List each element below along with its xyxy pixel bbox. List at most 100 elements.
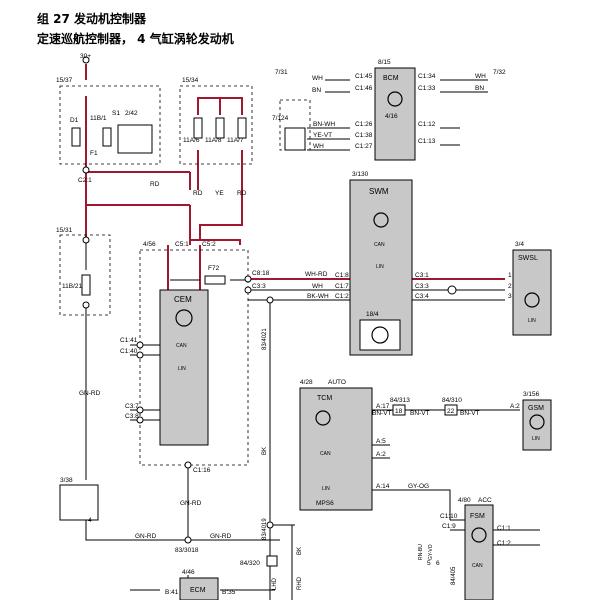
fuse-11a8-label: 11A/8 [205,137,222,144]
wire-gn-rd-h1: GN-RD [135,533,157,540]
tcm-a17: A:17 [376,403,390,410]
pin-5: 5 [427,560,431,567]
fsm-c11: C1:1 [497,525,511,532]
switch-box[interactable] [59,484,99,521]
fsm-c12: C1:2 [497,540,511,547]
swm-c34: C3:4 [415,293,429,300]
fsm-name: FSM [470,513,485,520]
ref-83-4019: 83/4019 [262,518,268,540]
wire-gn-rd-cem: GN-RD [180,500,202,507]
wire-ye: YE [215,190,224,197]
wire-gn-rd-vertical: GN-RD [79,390,101,397]
cem-name: CEM [174,295,192,304]
ecm-name: ECM [190,587,206,594]
conn-c146: C1:46 [355,85,373,92]
conn-c127: C1:27 [355,143,373,150]
swm-sub-icon [371,326,389,344]
fusebox-2-ref: 15/34 [182,77,199,84]
splice-points [82,56,457,544]
gsm-lin: LIN [532,436,540,442]
swm-lin: LIN [376,264,384,270]
module-icons [175,91,545,543]
gsm-a2: A:2 [510,403,520,410]
bcm-ref: 8/15 [378,59,391,66]
wire-bn-vt-3: BN-VT [460,410,480,417]
bcm-sub: 4/16 [385,113,398,120]
wire-rd-3: RD [237,190,247,197]
fusebox-ref: 15/37 [56,77,73,84]
tcm-can: CAN [320,451,331,457]
fuse-11b1-label: 11B/1 [90,115,107,122]
gsm-box[interactable] [522,399,552,451]
tcm-a5: A:5 [376,438,386,445]
wire-wh-2: WH [475,73,486,80]
module-boxes [59,67,552,600]
fuses [71,117,458,567]
fsm-can: CAN [472,563,483,569]
conn-c133: C1:33 [418,85,436,92]
conn-c21-label: C2:1 [78,177,92,184]
swm-c18: C1:8 [335,272,349,279]
fuse-f72-label: F72 [208,265,220,272]
tcm-auto: AUTO [328,379,346,386]
tcm-a2: A:2 [376,451,386,458]
conn-c33: C3:3 [252,283,266,290]
bcm-module-icon [387,91,403,107]
gsm-module-icon [529,414,545,430]
swsl-lin: LIN [528,318,536,324]
cem-can: CAN [176,343,187,349]
swm-c33: C3:3 [415,283,429,290]
conn-c37: C3:7 [125,403,139,410]
tcm-ref: 4/28 [300,379,313,386]
fuse-11a7-label: 11A/7 [227,137,244,144]
gsm-ref: 3/156 [523,391,540,398]
conn-b41: B:41 [165,589,179,596]
wire-rhd: RHD [297,576,303,590]
wire-gy-vo: GY-VO [428,544,434,560]
tcm-module-icon [315,410,331,426]
wire-gy-og: GY-OG [408,483,429,490]
tcm-box[interactable] [299,387,373,511]
node-18: 18 [395,408,403,415]
conn-c38: C3:8 [125,413,139,420]
fsm-c19: C1:9 [442,523,456,530]
wire-rn-bu: RN-BU [418,544,424,560]
conn-c113: C1:13 [418,138,436,145]
bcm-box[interactable] [374,67,416,161]
swsl-pin1: 1 [508,272,512,279]
ecm-box[interactable] [179,577,219,600]
bcm-name: BCM [383,75,399,82]
cem-box[interactable] [159,289,209,446]
acc-box[interactable] [464,504,494,600]
conn-c112: C1:12 [418,121,436,128]
relay-242-label: 2/42 [125,110,138,117]
tcm-lin: LIN [322,486,330,492]
swm-sub: 18/4 [366,311,379,318]
wire-bn-vt-2: BN-VT [410,410,430,417]
wire-bk-vertical: BK [262,447,268,455]
swm-c12: C1:2 [335,293,349,300]
wire-bn-wh: BN-WH [313,121,335,128]
switch-pin4: 4 [88,517,92,524]
ref-7-31: 7/31 [275,69,288,76]
ref-84-320: 84/320 [240,560,260,567]
conn-c116: C1:16 [193,467,211,474]
fuse-f1-label: F1 [90,150,98,157]
dashed-enclosures [59,85,311,466]
wire-bk-wh: BK-WH [307,293,329,300]
power-wires [85,64,505,290]
tcm-a14: A:14 [376,483,390,490]
swm-sub-box [359,319,401,351]
fuse-11a6-label: 11A/6 [183,137,200,144]
wire-bk-v2: BK [297,547,303,555]
ref-7-124: 7/124 [272,115,289,122]
acc-ref: 4/80 [458,497,471,504]
conn-c145: C1:45 [355,73,373,80]
wire-bn-1: BN [312,87,321,94]
cem-lin: LIN [178,366,186,372]
swsl-ref: 3/4 [515,241,524,248]
fsm-module-icon [471,527,487,543]
conn-c140: C1:40 [120,348,138,355]
conn-c52: C5:2 [202,241,216,248]
splice-83-3018: 83/3018 [175,547,199,554]
